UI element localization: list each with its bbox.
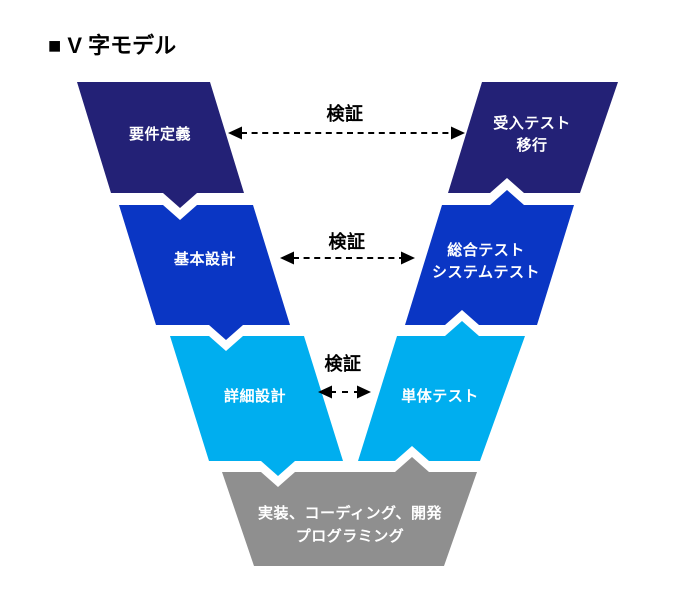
stage-unit-test-label: 単体テスト <box>401 387 479 405</box>
stage-implementation-shape <box>222 457 477 566</box>
stage-detailed-design: 詳細設計 <box>170 336 343 476</box>
stage-unit-test: 単体テスト <box>358 321 525 461</box>
arrowhead-left-row3-icon <box>318 385 332 399</box>
stage-acceptance-test: 受入テスト 移行 <box>448 82 618 193</box>
stage-acceptance-test-shape <box>448 82 618 193</box>
page-title: ■ V 字モデル <box>48 33 176 58</box>
stage-basic-design: 基本設計 <box>119 205 290 340</box>
verification-arrow-row3: 検証 <box>318 353 371 399</box>
arrowhead-right-row3-icon <box>357 385 371 399</box>
arrowhead-right-row2-icon <box>401 251 415 265</box>
stage-requirements-shape <box>77 82 244 208</box>
stage-unit-test-shape <box>358 321 525 461</box>
stage-system-test: 総合テスト システムテスト <box>405 190 574 325</box>
verification-label-row1: 検証 <box>327 103 364 124</box>
stage-acceptance-test-label-line2: 移行 <box>516 136 547 154</box>
stage-system-test-shape <box>405 190 574 325</box>
arrowhead-left-row1-icon <box>228 126 242 140</box>
stage-implementation: 実装、コーディング、開発 プログラミング <box>222 457 477 566</box>
verification-arrow-row2: 検証 <box>280 231 415 265</box>
stage-acceptance-test-label-line1: 受入テスト <box>493 114 571 132</box>
stage-detailed-design-label: 詳細設計 <box>224 387 286 405</box>
verification-label-row2: 検証 <box>329 231 366 252</box>
stage-detailed-design-shape <box>170 336 343 476</box>
stage-requirements: 要件定義 <box>77 82 244 208</box>
arrowhead-left-row2-icon <box>280 251 294 265</box>
stage-requirements-label: 要件定義 <box>129 125 191 143</box>
stage-basic-design-shape <box>119 205 290 340</box>
stage-system-test-label-line1: 総合テスト <box>447 241 525 259</box>
stage-implementation-label-line1: 実装、コーディング、開発 <box>258 504 442 522</box>
verification-label-row3: 検証 <box>325 353 362 374</box>
verification-arrow-row1: 検証 <box>228 103 465 140</box>
stage-basic-design-label: 基本設計 <box>173 250 236 268</box>
stage-system-test-label-line2: システムテスト <box>432 264 540 281</box>
arrowhead-right-row1-icon <box>451 126 465 140</box>
stage-implementation-label-line2: プログラミング <box>296 527 405 545</box>
